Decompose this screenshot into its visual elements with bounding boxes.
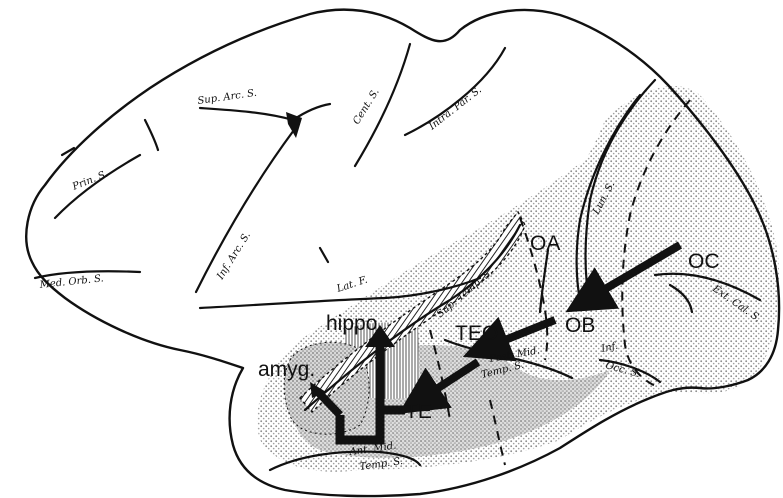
label-teo: TEO bbox=[455, 322, 498, 345]
label-amyg: amyg. bbox=[258, 358, 315, 381]
label-prin: Prin. S. bbox=[70, 169, 110, 194]
inf-arc-sulcus bbox=[196, 130, 294, 292]
sup-arc-sulcus bbox=[200, 108, 293, 120]
label-intra-par: Intra. Par. S. bbox=[426, 85, 484, 133]
label-oa: OA bbox=[530, 232, 560, 255]
label-ob: OB bbox=[565, 314, 595, 337]
label-oc: OC bbox=[688, 250, 720, 273]
lat-fissure-spur bbox=[320, 248, 328, 262]
label-inf-arc: Inf. Arc. S. bbox=[215, 230, 253, 282]
frontal-short-sulcus bbox=[145, 120, 158, 150]
label-hippo: hippo. bbox=[326, 312, 383, 335]
prin-sulcus bbox=[55, 155, 140, 218]
label-te: TE bbox=[405, 400, 432, 423]
label-sup-arc: Sup. Arc. S. bbox=[197, 88, 258, 107]
label-cent: Cent. S. bbox=[351, 87, 382, 127]
label-lat-f: Lat. F. bbox=[335, 275, 369, 296]
intra-par-sulcus bbox=[405, 48, 505, 135]
